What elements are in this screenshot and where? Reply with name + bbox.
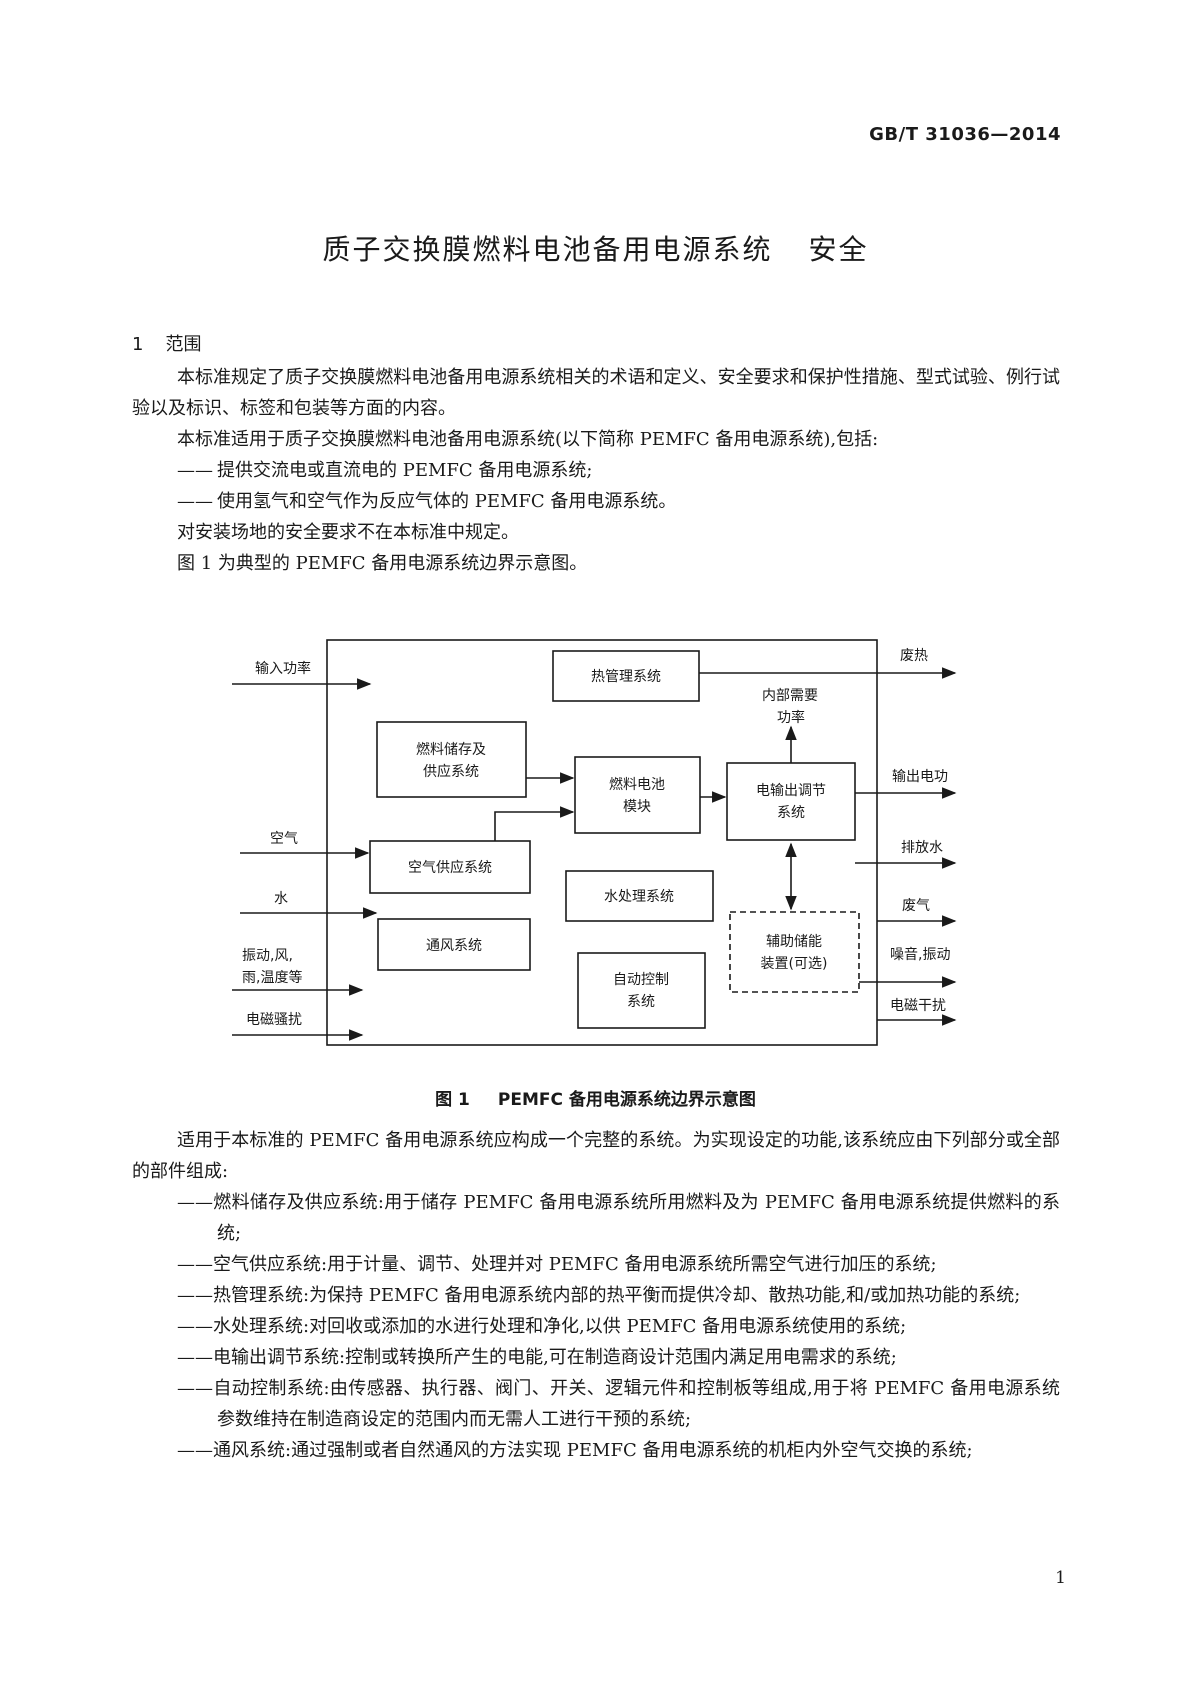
standard-code: GB/T 31036—2014 — [869, 124, 1061, 145]
label-water: 水 — [274, 891, 288, 907]
fuel-block — [376, 721, 527, 798]
components-intro: 适用于本标准的 PEMFC 备用电源系统应构成一个完整的系统。为实现设定的功能,… — [132, 1130, 1060, 1182]
scope-para-3: 对安装场地的安全要求不在本标准中规定。 — [177, 522, 519, 543]
component-item: ——空气供应系统:用于计量、调节、处理并对 PEMFC 备用电源系统所需空气进行… — [177, 1254, 937, 1275]
component-item: ——自动控制系统:由传感器、执行器、阀门、开关、逻辑元件和控制板等组成,用于将 … — [177, 1378, 1060, 1430]
component-item: ——水处理系统:对回收或添加的水进行处理和净化,以供 PEMFC 备用电源系统使… — [177, 1316, 907, 1337]
air-to-stack-arrow — [494, 806, 575, 841]
block-stack-label-1: 燃料电池 — [609, 776, 665, 793]
dash-mark: —— — [177, 491, 213, 512]
scope-para-4: 图 1 为典型的 PEMFC 备用电源系统边界示意图。 — [177, 553, 588, 574]
label-air: 空气 — [270, 831, 298, 847]
document-title: 质子交换膜燃料电池备用电源系统 安全 — [0, 228, 1191, 268]
block-control-label-2: 系统 — [627, 994, 655, 1010]
stack-block — [574, 756, 701, 834]
figure-number: 图 1 — [435, 1090, 470, 1110]
block-control-label-1: 自动控制 — [613, 972, 669, 988]
scope-dash-1: ——提供交流电或直流电的 PEMFC 备用电源系统; — [132, 455, 1060, 486]
air-supply-block — [369, 840, 531, 894]
system-boundary — [326, 639, 878, 1046]
label-env-1: 振动,风, — [242, 948, 293, 964]
ventilation-block — [377, 918, 531, 971]
control-block — [577, 952, 706, 1029]
component-item: ——燃料储存及供应系统:用于储存 PEMFC 备用电源系统所用燃料及为 PEMF… — [177, 1192, 1060, 1244]
thermal-block — [552, 650, 700, 702]
label-exhaust: 废气 — [902, 898, 930, 914]
title-sub: 安全 — [808, 233, 869, 266]
water-treat-block — [565, 870, 714, 922]
label-emi-in: 电磁骚扰 — [246, 1012, 302, 1028]
scope-text: 本标准规定了质子交换膜燃料电池备用电源系统相关的术语和定义、安全要求和保护性措施… — [132, 362, 1060, 579]
dash-mark: —— — [177, 460, 213, 481]
storage-block — [729, 911, 860, 993]
label-env-2: 雨,温度等 — [242, 969, 302, 986]
block-vent-label: 通风系统 — [426, 938, 482, 954]
scope-dash-2: ——使用氢气和空气作为反应气体的 PEMFC 备用电源系统。 — [132, 486, 1060, 517]
scope-para-2: 本标准适用于质子交换膜燃料电池备用电源系统(以下简称 PEMFC 备用电源系统)… — [177, 429, 879, 450]
label-internal-2: 功率 — [777, 709, 805, 726]
figure-title: PEMFC 备用电源系统边界示意图 — [497, 1090, 756, 1110]
block-storage-label-2: 装置(可选) — [761, 956, 828, 972]
block-thermal-label: 热管理系统 — [591, 669, 661, 685]
scope-para-1: 本标准规定了质子交换膜燃料电池备用电源系统相关的术语和定义、安全要求和保护性措施… — [132, 367, 1060, 419]
block-air-label: 空气供应系统 — [408, 859, 492, 876]
component-item: ——通风系统:通过强制或者自然通风的方法实现 PEMFC 备用电源系统的机柜内外… — [177, 1440, 973, 1461]
section-number: 1 — [132, 334, 144, 355]
page-number: 1 — [1055, 1568, 1066, 1588]
components-text: 适用于本标准的 PEMFC 备用电源系统应构成一个完整的系统。为实现设定的功能,… — [132, 1125, 1060, 1466]
power-cond-block — [726, 762, 856, 841]
block-water-label: 水处理系统 — [604, 889, 674, 905]
label-internal-1: 内部需要 — [762, 688, 818, 704]
component-item: ——电输出调节系统:控制或转换所产生的电能,可在制造商设计范围内满足用电需求的系… — [177, 1347, 897, 1368]
label-noise: 噪音,振动 — [890, 946, 950, 963]
section-title: 范围 — [165, 334, 202, 355]
block-stack-label-2: 模块 — [623, 799, 651, 815]
label-elec-out: 输出电功 — [892, 769, 948, 785]
block-fuel-label-1: 燃料储存及 — [416, 741, 486, 758]
label-emi-out: 电磁干扰 — [890, 998, 946, 1014]
label-drain-water: 排放水 — [901, 840, 943, 856]
block-fuel-label-2: 供应系统 — [423, 763, 479, 780]
block-storage-label-1: 辅助储能 — [766, 934, 822, 950]
title-main: 质子交换膜燃料电池备用电源系统 — [322, 233, 773, 266]
section-heading: 1 范围 — [132, 330, 201, 356]
label-waste-heat: 废热 — [900, 648, 928, 664]
figure-caption: 图 1 PEMFC 备用电源系统边界示意图 — [0, 1085, 1191, 1110]
block-powercond-label-2: 系统 — [777, 805, 805, 821]
component-item: ——热管理系统:为保持 PEMFC 备用电源系统内部的热平衡而提供冷却、散热功能… — [177, 1285, 1021, 1306]
label-input-power: 输入功率 — [255, 660, 311, 677]
block-powercond-label-1: 电输出调节 — [756, 783, 826, 799]
